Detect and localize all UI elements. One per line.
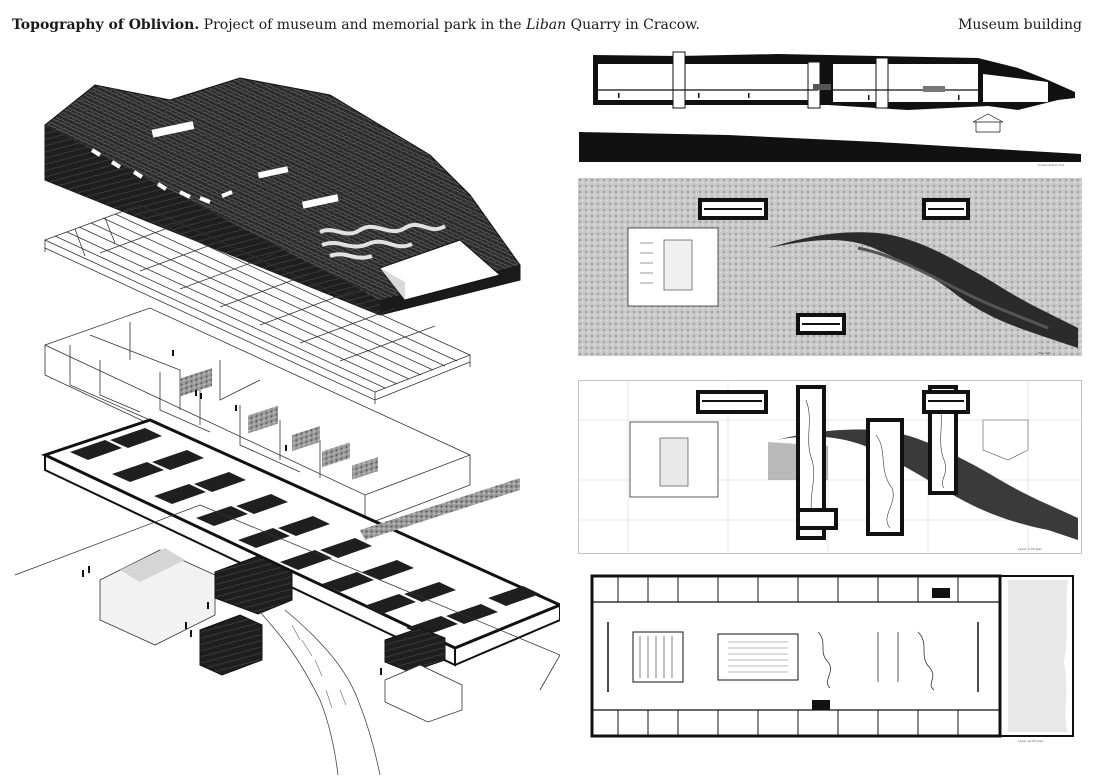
skylight-openings (90, 121, 339, 209)
svg-text:Level -1.00 plan: Level -1.00 plan (1018, 547, 1042, 551)
exhibition-level-layer (43, 307, 472, 526)
lower-level-plan: Level -1.00 plan (578, 380, 1082, 556)
project-title-post: Quarry in Cracow. (570, 17, 700, 33)
svg-text:Site plan: Site plan (1038, 351, 1051, 355)
section-callout (698, 198, 970, 335)
sheet-header: Topography of Oblivion. Project of museu… (12, 15, 1088, 39)
roof-structure-layer (43, 204, 472, 404)
ground-level-layer (14, 504, 560, 775)
terrain-layer (44, 77, 521, 316)
project-title-italic: Liban (526, 17, 567, 33)
section-label: Museum building (958, 17, 1082, 33)
project-title: Topography of Oblivion. Project of museu… (12, 15, 700, 35)
longitudinal-section: Cross section A-A (578, 50, 1082, 168)
site-plan: Site plan (578, 178, 1082, 360)
project-title-bold: Topography of Oblivion. (12, 17, 200, 33)
svg-text:Cross section A-A: Cross section A-A (1038, 163, 1065, 167)
svg-text:Level +0.00 plan: Level +0.00 plan (1018, 739, 1044, 743)
exploded-axonometric (14, 77, 560, 775)
project-title-pre: Project of museum and memorial park in t… (203, 17, 522, 33)
museum-floor-plan: Level +0.00 plan (578, 572, 1082, 744)
